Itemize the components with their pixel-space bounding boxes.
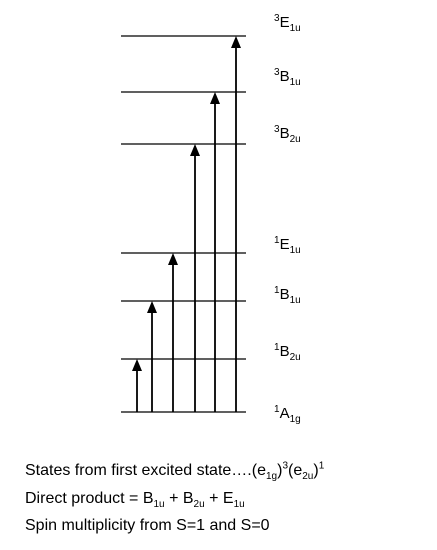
state-label-subscript: 1u (290, 77, 301, 88)
transition-arrow-head-3E1u (231, 36, 241, 48)
transition-arrow-head-1B2u (132, 359, 142, 371)
caption-line-1-paren2-sub: 2u (302, 471, 314, 483)
caption-line-1-paren2-open: (e (288, 462, 303, 479)
caption-line-2-b1-sub: 1u (153, 499, 165, 511)
state-label-symbol: B (280, 343, 290, 360)
caption-line-1-paren1-sub: 1g (265, 471, 278, 483)
state-label-1B1u: 1B1u (274, 285, 301, 306)
state-label-multiplicity: 3 (274, 124, 280, 135)
caption-line-1-paren2-close: ) (313, 462, 319, 479)
caption-line-3-text: Spin multiplicity from S=1 and S=0 (25, 517, 270, 534)
state-label-subscript: 1u (290, 245, 301, 256)
state-label-subscript: 2u (290, 352, 301, 363)
caption-line-2-text: Direct product = B (25, 490, 154, 507)
state-label-multiplicity: 1 (274, 235, 280, 246)
state-label-symbol: B (280, 68, 290, 85)
caption-line-2-plus1: + B (164, 490, 194, 507)
caption-line-2: Direct product = B1u + B2u + E1u (25, 489, 245, 511)
transition-arrows (132, 36, 241, 412)
state-label-symbol: B (280, 286, 290, 303)
state-label-3B2u: 3B2u (274, 124, 301, 145)
caption-line-1-paren1-open: (e (251, 462, 266, 479)
state-label-symbol: A (280, 405, 290, 422)
state-label-multiplicity: 3 (274, 13, 280, 24)
caption-line-2-b2-sub: 2u (193, 499, 205, 511)
state-label-subscript: 1u (290, 23, 301, 34)
state-label-symbol: E (280, 14, 290, 31)
caption-line-2-e-sub: 1u (233, 499, 245, 511)
state-label-symbol: E (280, 236, 290, 253)
state-label-1E1u: 1E1u (274, 235, 301, 256)
state-label-A1g: 1A1g (274, 404, 301, 425)
state-label-subscript: 1g (290, 414, 301, 425)
transition-arrow-head-3B2u (190, 144, 200, 156)
state-label-3B1u: 3B1u (274, 67, 301, 88)
caption-line-2-plus2: + E (204, 490, 234, 507)
caption-line-1-paren1-sup: 3 (282, 460, 288, 472)
state-label-multiplicity: 1 (274, 285, 280, 296)
state-label-3E1u: 3E1u (274, 13, 301, 34)
state-label-subscript: 1u (290, 295, 301, 306)
state-label-multiplicity: 1 (274, 342, 280, 353)
transition-arrow-head-1B1u (147, 301, 157, 313)
caption-line-1-paren2-sup: 1 (318, 460, 325, 472)
caption-line-1-paren1-close: ) (277, 462, 283, 479)
state-label-multiplicity: 3 (274, 67, 280, 78)
caption-line-1: States from first excited state….(e1g)3(… (25, 460, 325, 483)
caption-line-3: Spin multiplicity from S=1 and S=0 (25, 516, 270, 536)
state-label-subscript: 2u (290, 134, 301, 145)
transition-arrow-head-1E1u (168, 253, 178, 265)
caption-line-1-text: States from first excited state…. (25, 462, 252, 479)
state-label-1B2u: 1B2u (274, 342, 301, 363)
transition-arrow-head-3B1u (210, 92, 220, 104)
state-label-symbol: B (280, 125, 290, 142)
energy-levels (121, 35, 246, 413)
state-label-multiplicity: 1 (274, 404, 280, 415)
